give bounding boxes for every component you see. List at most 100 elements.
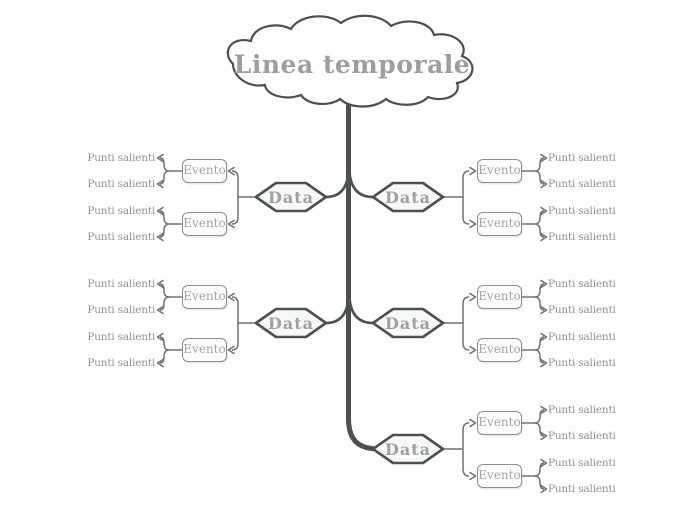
connector-line	[534, 409, 545, 424]
central-topic[interactable]: Linea temporale	[233, 50, 471, 79]
connector-line	[231, 170, 239, 197]
event-node[interactable]: Evento	[477, 338, 522, 362]
arrowhead-icon	[469, 418, 477, 428]
connector-line	[534, 349, 545, 364]
spine-branch-curve	[348, 298, 374, 325]
connector-line	[159, 283, 170, 298]
arrowhead-icon	[540, 431, 548, 441]
point-label[interactable]: Punti salienti	[548, 178, 616, 190]
arrowhead-icon	[540, 458, 548, 468]
connector-line	[534, 283, 545, 298]
arrowhead-icon	[156, 206, 164, 216]
point-label[interactable]: Punti salienti	[548, 231, 616, 243]
connector-line	[231, 296, 239, 323]
connector-line	[462, 197, 470, 225]
arrowhead-icon	[469, 471, 477, 481]
point-label[interactable]: Punti salienti	[87, 331, 155, 343]
connector-line	[462, 170, 470, 197]
point-label[interactable]: Punti salienti	[87, 304, 155, 316]
connector-line	[231, 323, 239, 351]
connector-line	[534, 462, 545, 477]
arrowhead-icon	[469, 292, 477, 302]
point-label[interactable]: Punti salienti	[87, 231, 155, 243]
point-label[interactable]: Punti salienti	[548, 483, 616, 495]
connector-line	[231, 197, 239, 225]
arrowhead-icon	[156, 279, 164, 289]
point-label[interactable]: Punti salienti	[87, 152, 155, 164]
spine-branch-curve	[348, 172, 374, 199]
date-node-shape	[254, 307, 328, 339]
arrowhead-icon	[227, 219, 235, 229]
connector-line	[534, 296, 545, 311]
connector-line	[462, 323, 470, 351]
date-node-shape	[371, 181, 445, 213]
event-node[interactable]: Evento	[182, 159, 227, 183]
date-node[interactable]: Data	[385, 188, 431, 207]
date-node-shape	[371, 307, 445, 339]
arrowhead-icon	[227, 166, 235, 176]
arrowhead-icon	[156, 232, 164, 242]
arrowhead-icon	[540, 305, 548, 315]
point-label[interactable]: Punti salienti	[87, 205, 155, 217]
arrowhead-icon	[227, 345, 235, 355]
arrowhead-icon	[156, 358, 164, 368]
arrowhead-icon	[540, 358, 548, 368]
point-label[interactable]: Punti salienti	[548, 304, 616, 316]
connector-line	[462, 449, 470, 477]
point-label[interactable]: Punti salienti	[87, 178, 155, 190]
date-node-shape	[371, 433, 445, 465]
event-node[interactable]: Evento	[182, 338, 227, 362]
connector-line	[159, 336, 170, 351]
arrowhead-icon	[156, 153, 164, 163]
connector-line	[159, 210, 170, 225]
point-label[interactable]: Punti salienti	[548, 430, 616, 442]
event-node[interactable]: Evento	[182, 285, 227, 309]
arrowhead-icon	[469, 345, 477, 355]
arrowhead-icon	[540, 484, 548, 494]
arrowhead-icon	[540, 206, 548, 216]
point-label[interactable]: Punti salienti	[548, 457, 616, 469]
point-label[interactable]: Punti salienti	[548, 404, 616, 416]
connector-line	[534, 170, 545, 185]
point-label[interactable]: Punti salienti	[548, 357, 616, 369]
arrowhead-icon	[540, 179, 548, 189]
connector-line	[462, 422, 470, 449]
event-node[interactable]: Evento	[477, 159, 522, 183]
date-node[interactable]: Data	[385, 440, 431, 459]
arrowhead-icon	[156, 305, 164, 315]
connector-line	[534, 210, 545, 225]
event-node[interactable]: Evento	[477, 212, 522, 236]
point-label[interactable]: Punti salienti	[87, 278, 155, 290]
connector-line	[534, 336, 545, 351]
event-node[interactable]: Evento	[182, 212, 227, 236]
date-node[interactable]: Data	[268, 188, 314, 207]
point-label[interactable]: Punti salienti	[548, 278, 616, 290]
connector-line	[159, 157, 170, 172]
date-node[interactable]: Data	[268, 314, 314, 333]
connector-line	[534, 475, 545, 490]
event-node[interactable]: Evento	[477, 285, 522, 309]
arrowhead-icon	[540, 405, 548, 415]
arrowhead-icon	[540, 232, 548, 242]
connector-line	[159, 170, 170, 185]
arrowhead-icon	[540, 332, 548, 342]
cloud-shape	[226, 14, 474, 108]
connector-line	[159, 296, 170, 311]
connector-line	[534, 422, 545, 437]
arrowhead-icon	[469, 219, 477, 229]
connector-line	[159, 349, 170, 364]
event-node[interactable]: Evento	[477, 464, 522, 488]
spine-branch-curve	[325, 172, 350, 199]
arrowhead-icon	[540, 279, 548, 289]
point-label[interactable]: Punti salienti	[548, 152, 616, 164]
arrowhead-icon	[156, 179, 164, 189]
connector-line	[534, 157, 545, 172]
connector-line	[462, 296, 470, 323]
point-label[interactable]: Punti salienti	[87, 357, 155, 369]
date-node[interactable]: Data	[385, 314, 431, 333]
point-label[interactable]: Punti salienti	[548, 205, 616, 217]
point-label[interactable]: Punti salienti	[548, 331, 616, 343]
event-node[interactable]: Evento	[477, 411, 522, 435]
